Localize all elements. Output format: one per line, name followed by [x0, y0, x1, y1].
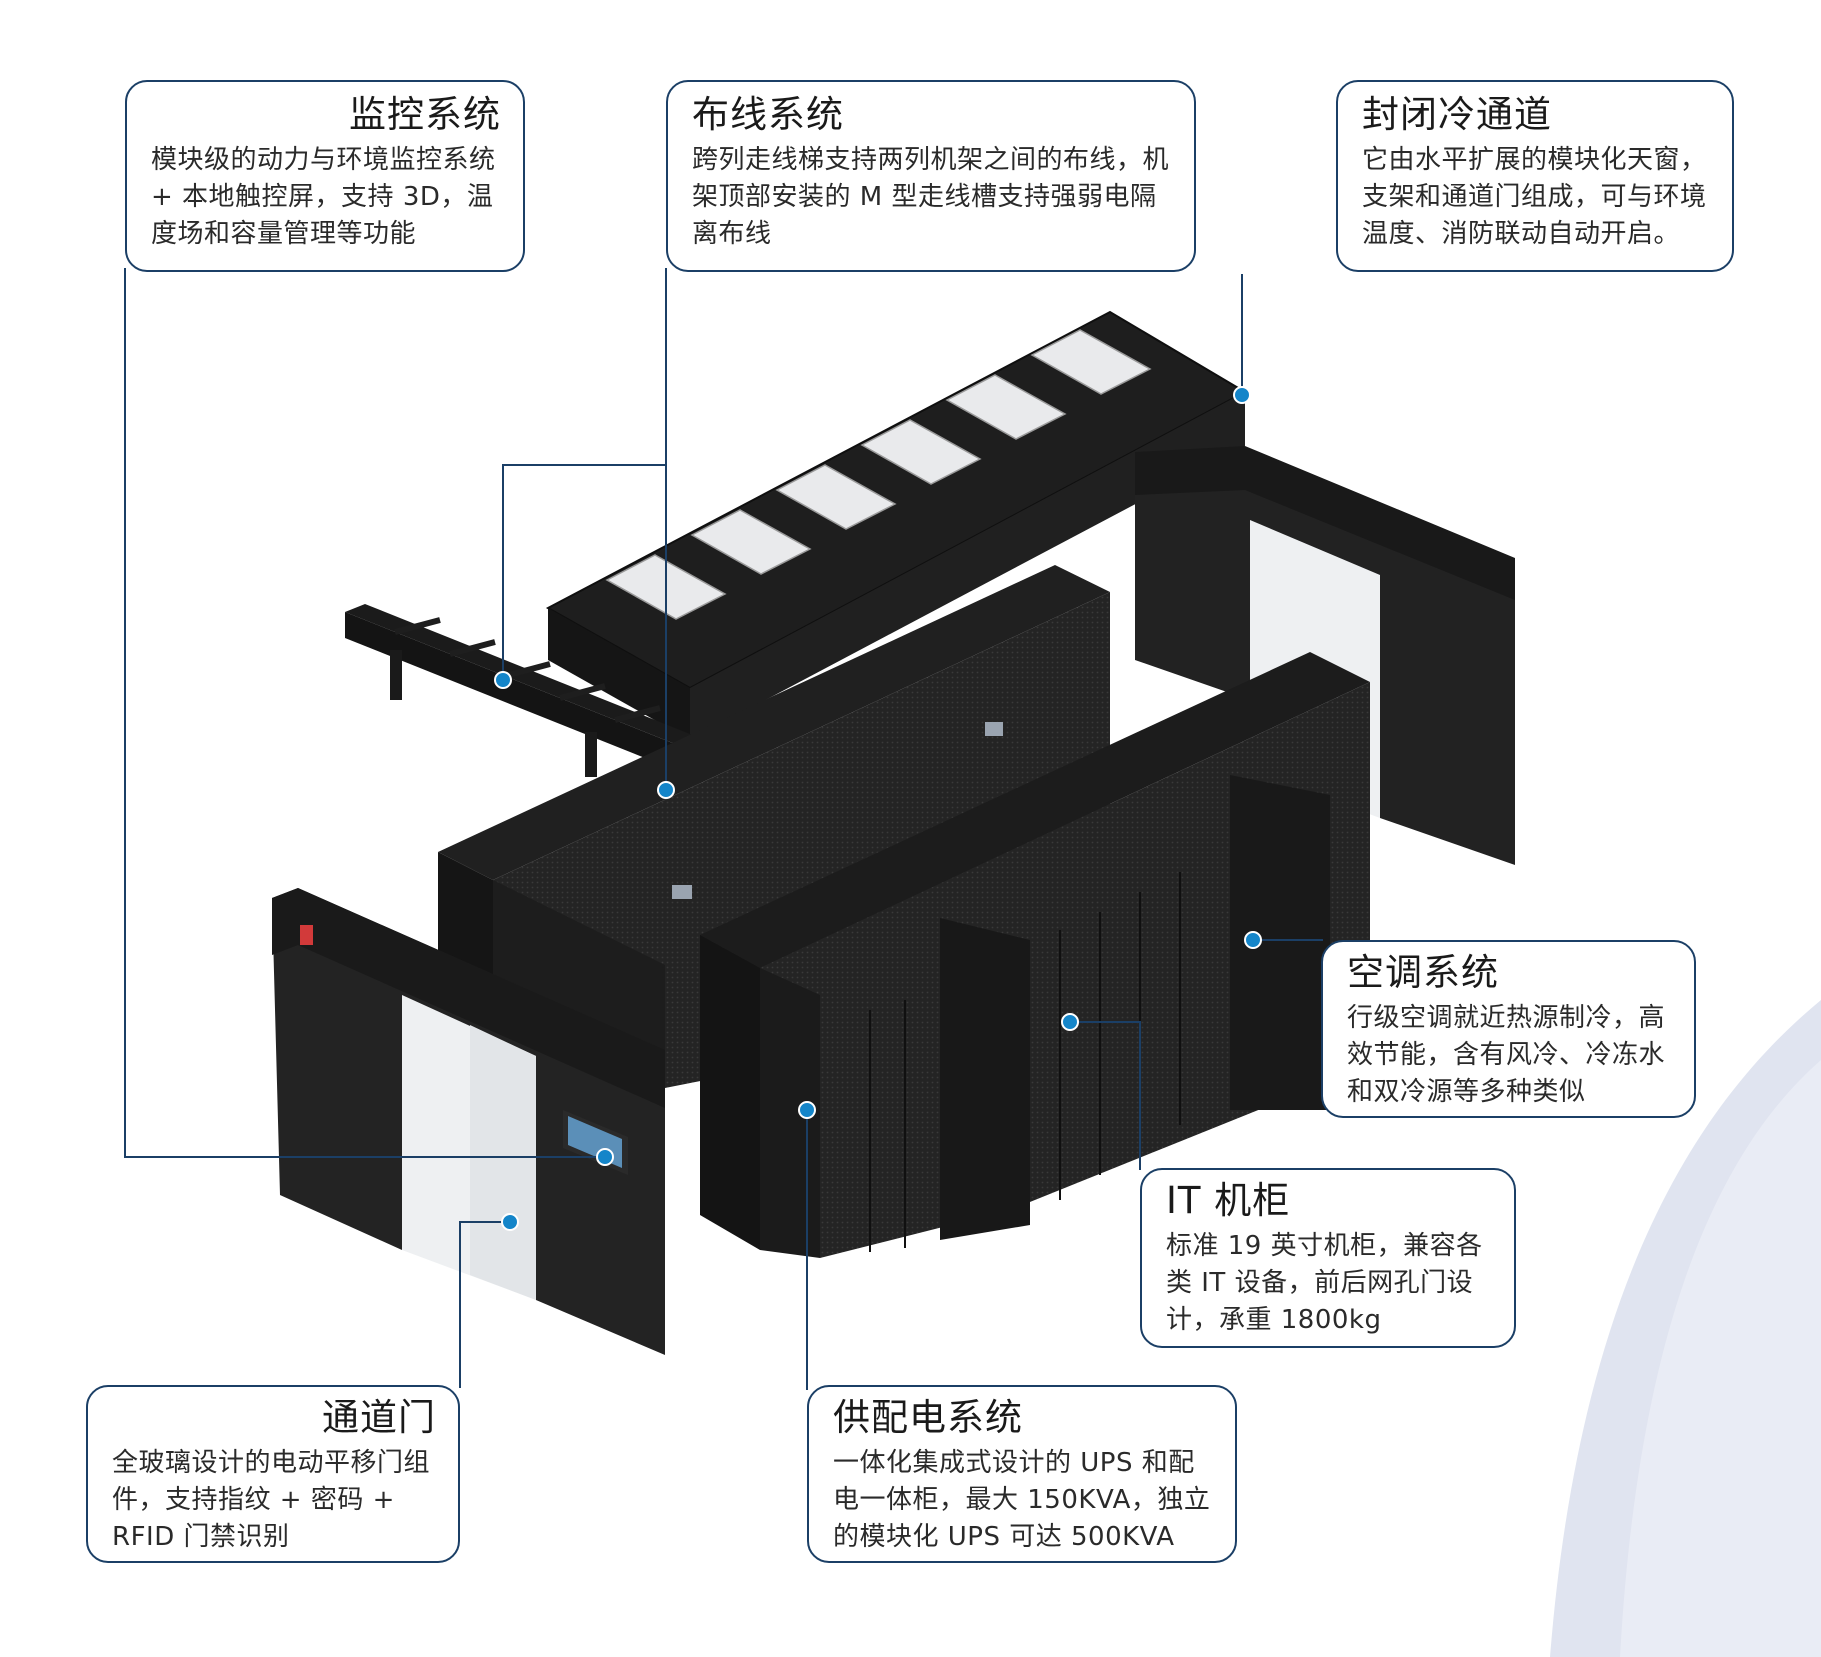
- leader-dots: [494, 386, 1262, 1231]
- callout-title: 封闭冷通道: [1362, 93, 1552, 136]
- callout-body: 一体化集成式设计的 UPS 和配电一体柜，最大 150KVA，独立的模块化 UP…: [833, 1448, 1211, 1553]
- decorative-swoosh-inner: [1620, 1060, 1821, 1657]
- callout-body: 跨列走线梯支持两列机架之间的布线，机架顶部安装的 M 型走线槽支持强弱电隔离布线: [692, 145, 1170, 250]
- front-cabinet-row: [700, 652, 1370, 1258]
- front-sliding-door: [272, 888, 665, 1355]
- callout-body: 模块级的动力与环境监控系统 + 本地触控屏，支持 3D，温度场和容量管理等功能: [151, 145, 496, 250]
- callout-title: 布线系统: [692, 93, 844, 136]
- callout-body: 它由水平扩展的模块化天窗，支架和通道门组成，可与环境温度、消防联动自动开启。: [1362, 145, 1707, 250]
- leader-lines: [124, 268, 1323, 1390]
- callout-cooling: 空调系统 行级空调就近热源制冷，高效节能，含有风冷、冷冻水和双冷源等多种类似: [1321, 940, 1696, 1118]
- callout-monitoring: 监控系统 模块级的动力与环境监控系统 + 本地触控屏，支持 3D，温度场和容量管…: [125, 80, 525, 272]
- callout-body: 标准 19 英寸机柜，兼容各类 IT 设备，前后网孔门设计，承重 1800kg: [1166, 1231, 1483, 1336]
- dot-cold-aisle: [1233, 386, 1251, 404]
- callout-title: IT 机柜: [1166, 1179, 1291, 1222]
- callout-cold-aisle: 封闭冷通道 它由水平扩展的模块化天窗，支架和通道门组成，可与环境温度、消防联动自…: [1336, 80, 1734, 272]
- dot-power: [798, 1101, 816, 1119]
- dot-cable-ladder: [494, 671, 512, 689]
- cable-ladder: [345, 604, 700, 777]
- dot-cabling: [657, 781, 675, 799]
- callout-power: 供配电系统 一体化集成式设计的 UPS 和配电一体柜，最大 150KVA，独立的…: [807, 1385, 1237, 1563]
- callout-cabling: 布线系统 跨列走线梯支持两列机架之间的布线，机架顶部安装的 M 型走线槽支持强弱…: [666, 80, 1196, 272]
- dot-door: [501, 1213, 519, 1231]
- callout-title: 监控系统: [349, 93, 501, 136]
- callout-body: 行级空调就近热源制冷，高效节能，含有风冷、冷冻水和双冷源等多种类似: [1347, 1003, 1666, 1108]
- callout-it-cabinet: IT 机柜 标准 19 英寸机柜，兼容各类 IT 设备，前后网孔门设计，承重 1…: [1140, 1168, 1516, 1348]
- callout-title: 通道门: [322, 1396, 436, 1439]
- dot-it-cabinet: [1061, 1013, 1079, 1031]
- callout-door: 通道门 全玻璃设计的电动平移门组件，支持指纹 + 密码 + RFID 门禁识别: [86, 1385, 460, 1563]
- dot-cooling: [1244, 931, 1262, 949]
- cold-aisle-roof: [545, 310, 1248, 740]
- callout-body: 全玻璃设计的电动平移门组件，支持指纹 + 密码 + RFID 门禁识别: [112, 1448, 431, 1553]
- callout-title: 空调系统: [1347, 951, 1499, 994]
- callout-title: 供配电系统: [833, 1396, 1023, 1439]
- dot-monitoring: [596, 1148, 614, 1166]
